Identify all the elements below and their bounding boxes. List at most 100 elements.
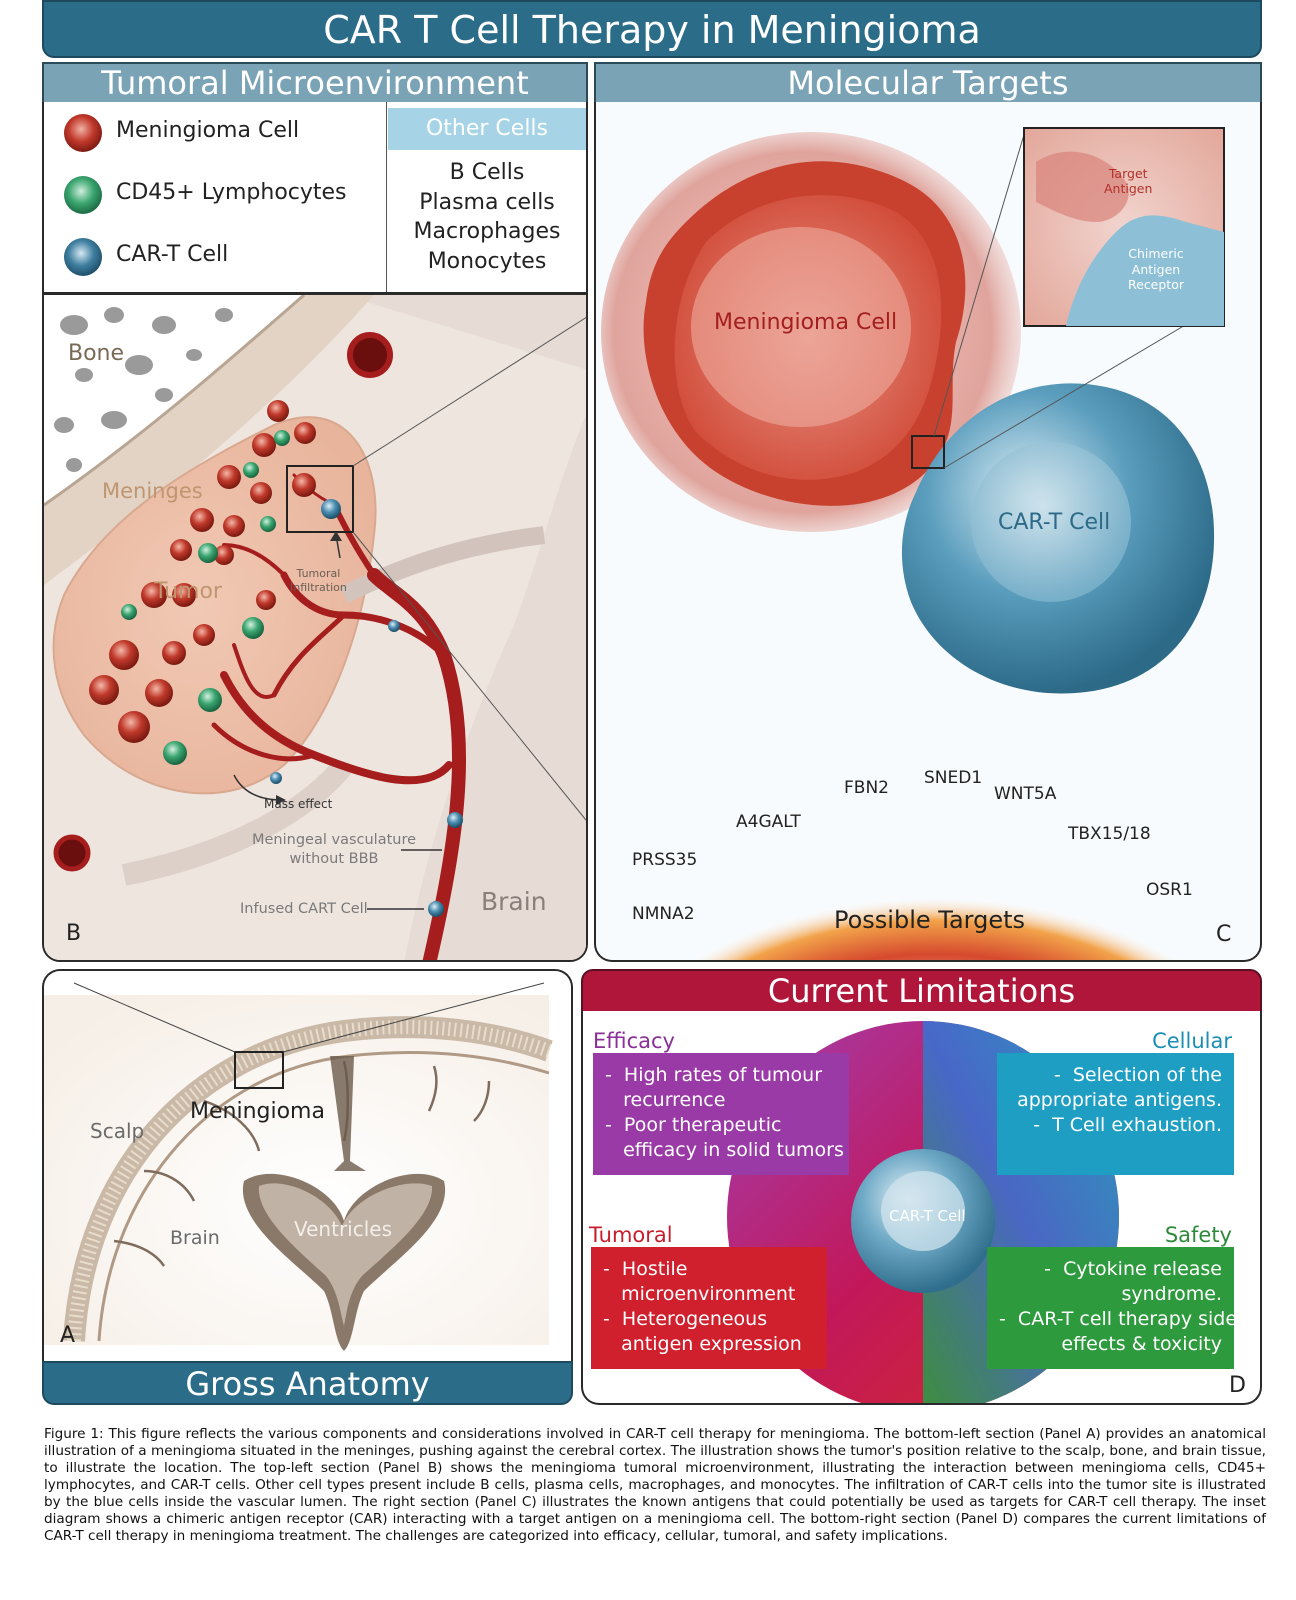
target-antigen-label: Target Antigen — [1104, 166, 1152, 196]
legend-divider — [386, 102, 387, 292]
safety-title: Safety — [1164, 1223, 1232, 1247]
panel-d-letter: D — [1229, 1373, 1246, 1398]
mass-effect-label: Mass effect — [264, 797, 333, 811]
cellular-item: - T Cell exhaustion. — [1033, 1114, 1222, 1136]
lymphocyte-icon — [64, 176, 102, 214]
meningioma-cell-label: Meningioma Cell — [714, 310, 898, 335]
safety-item: - CAR-T cell therapy side — [999, 1308, 1238, 1330]
panel-c-header: Molecular Targets — [594, 62, 1262, 104]
target-tbx15-18: TBX15/18 — [1068, 824, 1151, 844]
safety-item: effects & toxicity — [1061, 1333, 1222, 1355]
car-t-cell-icon — [64, 238, 102, 276]
tumoral-title: Tumoral — [589, 1223, 673, 1247]
efficacy-item: - High rates of tumour — [605, 1064, 823, 1086]
brain-gyri — [113, 1060, 491, 1267]
other-cell-item: Plasma cells — [419, 189, 555, 215]
brain-label: Brain — [170, 1227, 220, 1249]
meningioma-label: Meningioma — [190, 1099, 325, 1124]
cellular-title: Cellular — [1152, 1029, 1232, 1053]
receptor-line-2: Antigen — [1131, 261, 1181, 277]
meninges-label: Meninges — [102, 479, 203, 503]
target-wnt5a: WNT5A — [994, 784, 1057, 804]
microenvironment-illustration — [44, 295, 586, 960]
infiltration-line-1: Tumoral — [296, 567, 341, 580]
tumoral-item: antigen expression — [603, 1333, 802, 1355]
panel-a-header: Gross Anatomy — [42, 1361, 573, 1405]
panel-a-body: Meningioma Scalp Brain Ventricles A — [42, 969, 573, 1361]
vasculature-label: Meningeal vasculature without BBB — [252, 831, 416, 869]
other-cell-item: Monocytes — [427, 248, 547, 274]
safety-box: - Cytokine release syndrome. - CAR-T cel… — [987, 1247, 1238, 1369]
infused-label: Infused CART Cell — [240, 901, 368, 917]
meningioma-cell-icon — [64, 114, 102, 152]
infiltration-line-2: Infiltration — [290, 581, 347, 594]
zoom-box — [286, 465, 354, 533]
brain-label: Brain — [481, 887, 547, 916]
panel-a-title: Gross Anatomy — [185, 1365, 430, 1403]
other-cells-header: Other Cells — [388, 108, 586, 150]
other-cell-item: B Cells — [449, 160, 525, 185]
bone-pores — [54, 307, 233, 472]
bone-label: Bone — [68, 341, 125, 366]
target-nmna2: NMNA2 — [632, 904, 695, 924]
tumor-label: Tumor — [154, 579, 222, 604]
safety-item: - Cytokine release — [1044, 1258, 1222, 1280]
figure-caption: Figure 1: This figure reflects the vario… — [44, 1426, 1266, 1544]
main-title-banner: CAR T Cell Therapy in Meningioma — [42, 0, 1262, 58]
tumoral-item: - Hostile — [603, 1258, 688, 1280]
receptor-line-1: Chimeric — [1128, 246, 1184, 261]
legend-box: Meningioma Cell CD45+ Lymphocytes CAR-T … — [42, 102, 588, 294]
gross-anatomy-illustration — [44, 982, 553, 1351]
vessel — [211, 473, 466, 960]
infiltration-label: Tumoral Infiltration — [290, 567, 347, 595]
main-title: CAR T Cell Therapy in Meningioma — [323, 8, 981, 52]
panel-c-title: Molecular Targets — [787, 64, 1069, 102]
cellular-item: - Selection of the — [1053, 1064, 1222, 1086]
legend-label: CD45+ Lymphocytes — [116, 180, 347, 205]
target-sned1: SNED1 — [924, 768, 983, 788]
panel-b-title: Tumoral Microenvironment — [101, 64, 529, 102]
receptor-line-3: Receptor — [1128, 277, 1184, 292]
target-a4galt: A4GALT — [736, 812, 801, 832]
target-antigen-line-1: Target — [1108, 166, 1148, 181]
panel-d-header: Current Limitations — [581, 969, 1262, 1013]
panel-b-header: Tumoral Microenvironment — [42, 62, 588, 104]
scalp-label: Scalp — [90, 1119, 145, 1143]
receptor-label: Chimeric Antigen Receptor — [1128, 246, 1184, 293]
car-t-cell-label: CAR-T Cell — [998, 510, 1111, 535]
lymphocyte-cells — [121, 430, 290, 765]
possible-targets-label: Possible Targets — [834, 906, 1026, 934]
contact-zoom-box — [911, 435, 945, 469]
cellular-item: appropriate antigens. — [1017, 1089, 1222, 1111]
panel-b-illustration: Bone Meninges Tumor Tumoral Infiltration… — [42, 293, 588, 962]
other-cells-list: B Cells Plasma cells Macrophages Monocyt… — [388, 158, 586, 276]
tumoral-item: microenvironment — [603, 1283, 796, 1305]
center-car-t-label: CAR-T Cell — [889, 1207, 966, 1225]
efficacy-item: recurrence — [605, 1089, 726, 1111]
target-fbn2: FBN2 — [844, 778, 889, 798]
molecular-targets-illustration — [601, 127, 1225, 960]
efficacy-box: - High rates of tumour recurrence - Poor… — [593, 1053, 849, 1175]
legend-label: CAR-T Cell — [116, 242, 229, 267]
panel-d-title: Current Limitations — [767, 972, 1076, 1010]
panel-d-body: Efficacy - High rates of tumour recurren… — [581, 1011, 1262, 1405]
panel-b-letter: B — [66, 921, 82, 946]
vasculature-line-2: without BBB — [289, 851, 379, 867]
cellular-box: - Selection of the appropriate antigens.… — [997, 1053, 1234, 1175]
panel-c-body: Meningioma Cell CAR-T Cell Target Antige… — [594, 102, 1262, 962]
other-cell-item: Macrophages — [413, 219, 561, 244]
safety-item: syndrome. — [1121, 1283, 1222, 1305]
tumoral-box: - Hostile microenvironment - Heterogeneo… — [591, 1247, 827, 1369]
efficacy-title: Efficacy — [593, 1029, 675, 1053]
legend-label: Meningioma Cell — [116, 118, 300, 143]
target-osr1: OSR1 — [1146, 880, 1193, 900]
car-t-cells — [270, 499, 463, 917]
tumoral-item: - Heterogeneous — [603, 1308, 768, 1330]
target-antigen-line-2: Antigen — [1104, 181, 1153, 196]
panel-c-letter: C — [1216, 922, 1232, 947]
efficacy-item: efficacy in solid tumors — [605, 1139, 844, 1161]
vasculature-line-1: Meningeal vasculature — [252, 832, 417, 848]
meningioma-cells — [89, 400, 316, 743]
efficacy-item: - Poor therapeutic — [605, 1114, 782, 1136]
target-prss35: PRSS35 — [632, 850, 698, 870]
